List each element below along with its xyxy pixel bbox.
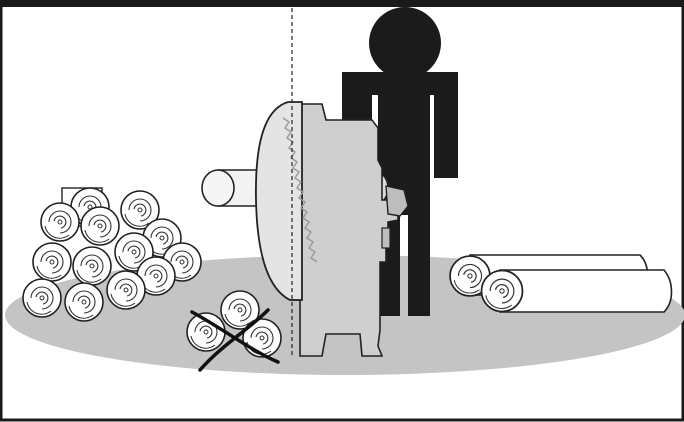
top-bar	[0, 0, 684, 7]
